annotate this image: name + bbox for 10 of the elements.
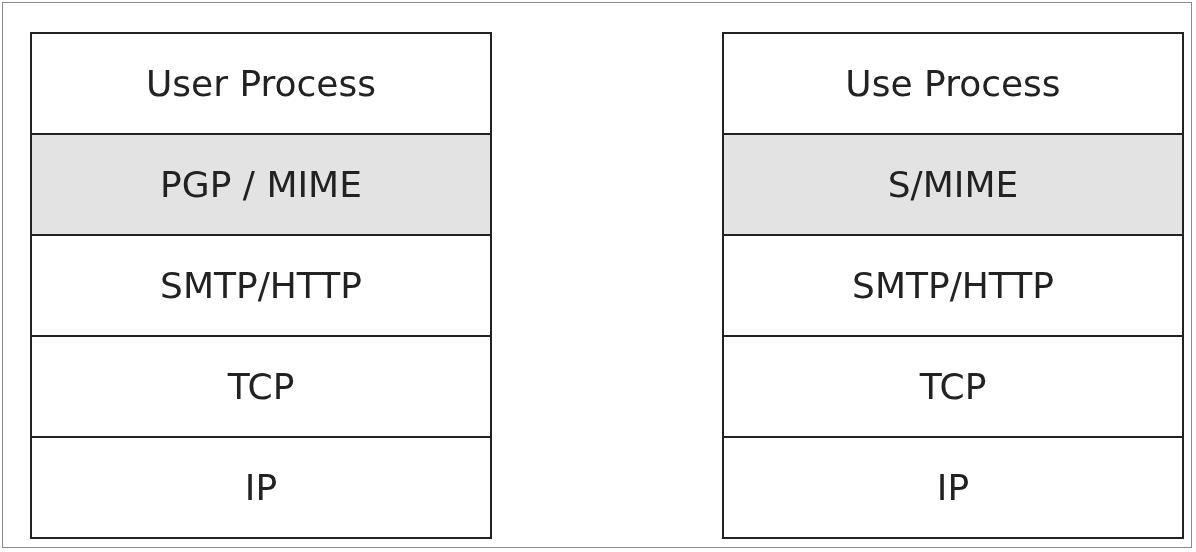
protocol-layer: IP — [722, 436, 1184, 539]
protocol-layer: S/MIME — [722, 133, 1184, 236]
protocol-layer: SMTP/HTTP — [722, 234, 1184, 337]
protocol-layer: User Process — [30, 32, 492, 135]
protocol-layer: IP — [30, 436, 492, 539]
protocol-layer: TCP — [722, 335, 1184, 438]
protocol-layer: Use Process — [722, 32, 1184, 135]
protocol-layer: TCP — [30, 335, 492, 438]
protocol-layer: SMTP/HTTP — [30, 234, 492, 337]
protocol-layer: PGP / MIME — [30, 133, 492, 236]
